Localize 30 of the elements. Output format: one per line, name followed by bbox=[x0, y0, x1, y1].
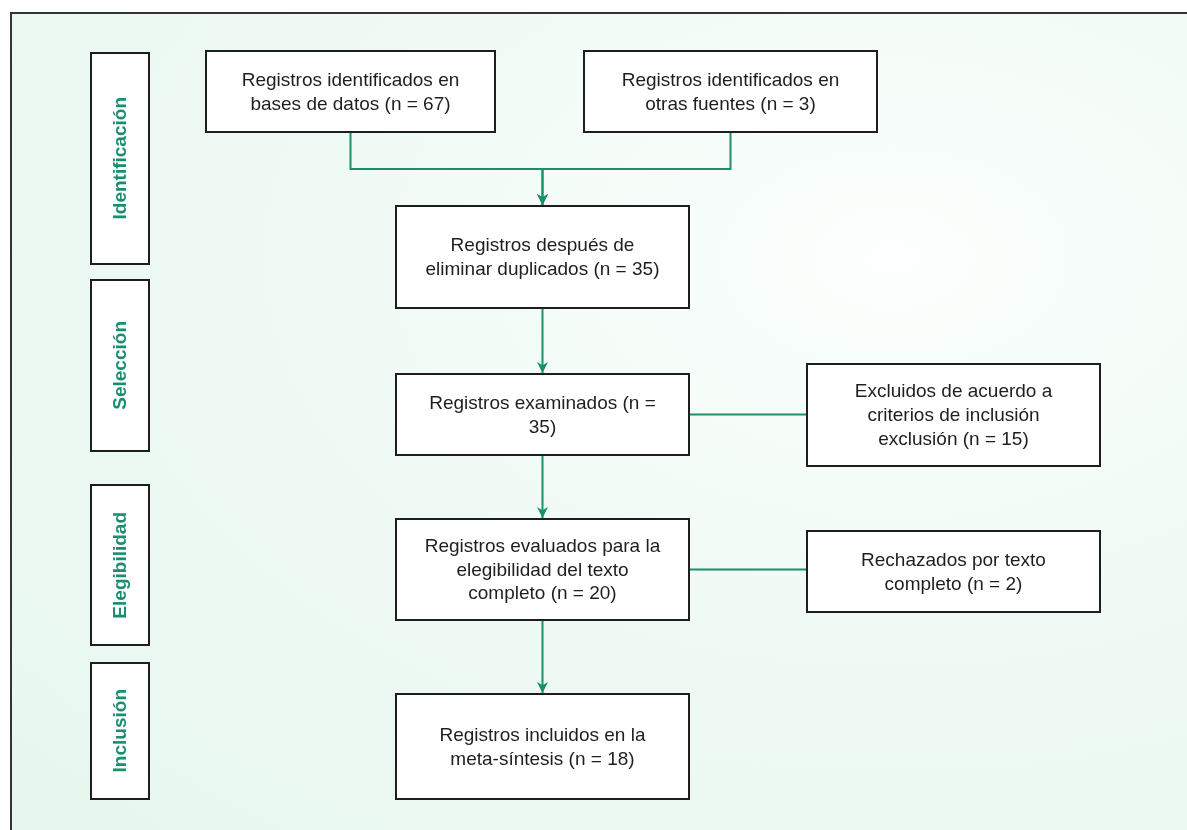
process-box bbox=[583, 50, 878, 133]
phase-label-box bbox=[90, 662, 150, 800]
phase-label-box bbox=[90, 279, 150, 452]
box-text: Excluidos de acuerdo a criterios de inclusión exclusión (n = 15) bbox=[853, 379, 1054, 451]
phase-label: Elegibilidad bbox=[108, 511, 132, 619]
box-text: Registros identificados en otras fuentes (n = 3) bbox=[620, 67, 841, 116]
process-box bbox=[395, 693, 690, 800]
phase-label: Inclusión bbox=[108, 689, 132, 773]
phase-label-box bbox=[90, 52, 150, 265]
process-box bbox=[395, 373, 690, 456]
arrow bbox=[537, 308, 548, 374]
connector-line bbox=[689, 568, 807, 571]
phase-label-box bbox=[90, 484, 150, 646]
box-text: Rechazados por texto completo (n = 2) bbox=[860, 547, 1047, 596]
box-text: Registros incluidos en la meta-síntesis (n = 18) bbox=[438, 722, 647, 771]
process-box bbox=[806, 530, 1101, 613]
connector-line bbox=[689, 413, 807, 416]
arrow bbox=[537, 455, 548, 519]
process-box bbox=[205, 50, 496, 133]
process-box bbox=[395, 205, 690, 309]
box-text: Registros después de eliminar duplicados (n = 35) bbox=[424, 233, 661, 281]
process-box bbox=[806, 363, 1101, 467]
arrow bbox=[537, 620, 548, 694]
phase-label: Selección bbox=[108, 321, 132, 410]
box-text: Registros evaluados para la elegibilidad del texto completo (n = 20) bbox=[424, 533, 661, 606]
phase-label: Identificación bbox=[108, 97, 132, 220]
arrow bbox=[537, 132, 732, 206]
box-text: Registros identificados en bases de datos (n = 67) bbox=[240, 67, 461, 116]
process-box bbox=[395, 518, 690, 621]
box-text: Registros examinados (n = 35) bbox=[428, 390, 657, 439]
